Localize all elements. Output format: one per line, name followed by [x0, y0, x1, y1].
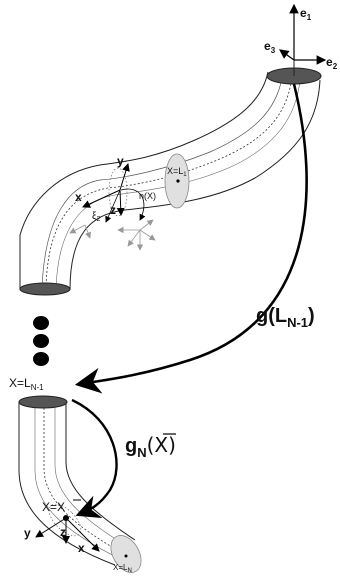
lower-tube-end-center: [124, 554, 128, 558]
upper-tube: [19, 67, 322, 296]
e3-label: e3: [264, 39, 276, 55]
upper-tube-inner-line: [41, 77, 283, 289]
e2-label: e2: [326, 55, 338, 71]
cross-section-dotted: [108, 167, 128, 217]
point-xbar-label: X=X: [42, 500, 65, 514]
global-transform-label: g(LN-1): [256, 305, 315, 330]
upper-tube-bottom-disk: [19, 282, 71, 296]
grey-frame-axis: [139, 219, 154, 231]
local-x-axis: [82, 189, 121, 208]
local-y-axis: [119, 163, 130, 191]
local-transform-label: gN(X): [125, 433, 176, 460]
lower-y-axis: [35, 517, 67, 538]
grey-frame-axis: [84, 224, 91, 239]
lower-z-label: z: [60, 525, 66, 539]
upper-tube-centerline: [45, 75, 293, 288]
local-x-label: x: [75, 190, 82, 204]
junction-label: X=LN-1: [9, 376, 44, 392]
local-y-label: y: [117, 154, 124, 168]
grey-frame-axis: [69, 224, 86, 234]
lower-x-label: x: [78, 541, 85, 555]
lower-tube-centerline: [43, 404, 127, 556]
lower-end-label: X=LN: [113, 563, 132, 574]
e3-axis: [279, 49, 295, 61]
cross-section-l1-label: X=L1: [167, 166, 187, 178]
lower-tube-end-section: [110, 535, 142, 573]
local-frame-lower: X=X z y x X=LN: [24, 499, 132, 574]
lower-x-axis: [65, 517, 100, 552]
xi2-label: ξ2: [92, 211, 100, 223]
local-z-axis: [116, 189, 125, 216]
normal-arc: [120, 188, 146, 221]
lower-tube-dotted-section: [48, 503, 82, 537]
ellipsis-dot: [33, 352, 49, 366]
ellipsis-dot: [33, 316, 49, 330]
normal-label: n(X): [139, 191, 156, 201]
lower-tube: [18, 395, 142, 573]
local-frame-upper: y x z ξ2 n(X): [69, 154, 156, 251]
local-transform-arrow: [71, 398, 118, 519]
lower-tube-top-disk: [18, 395, 68, 409]
ellipsis-dot: [33, 334, 49, 348]
lower-tube-inner-line: [54, 404, 131, 549]
local-z-label: z: [110, 203, 116, 217]
lower-tube-inner-line: [34, 404, 123, 561]
global-transform-arrow: [74, 83, 308, 394]
e1-label: e1: [300, 6, 312, 22]
grey-frame-axis: [139, 229, 156, 241]
cross-section-l1-center: [176, 179, 180, 183]
xi2-axis: [105, 189, 121, 223]
lower-y-label: y: [24, 526, 31, 540]
grey-frame-axis: [127, 229, 141, 247]
global-frame: e1 e2 e3: [264, 3, 338, 71]
ellipsis-dots: [33, 316, 49, 366]
